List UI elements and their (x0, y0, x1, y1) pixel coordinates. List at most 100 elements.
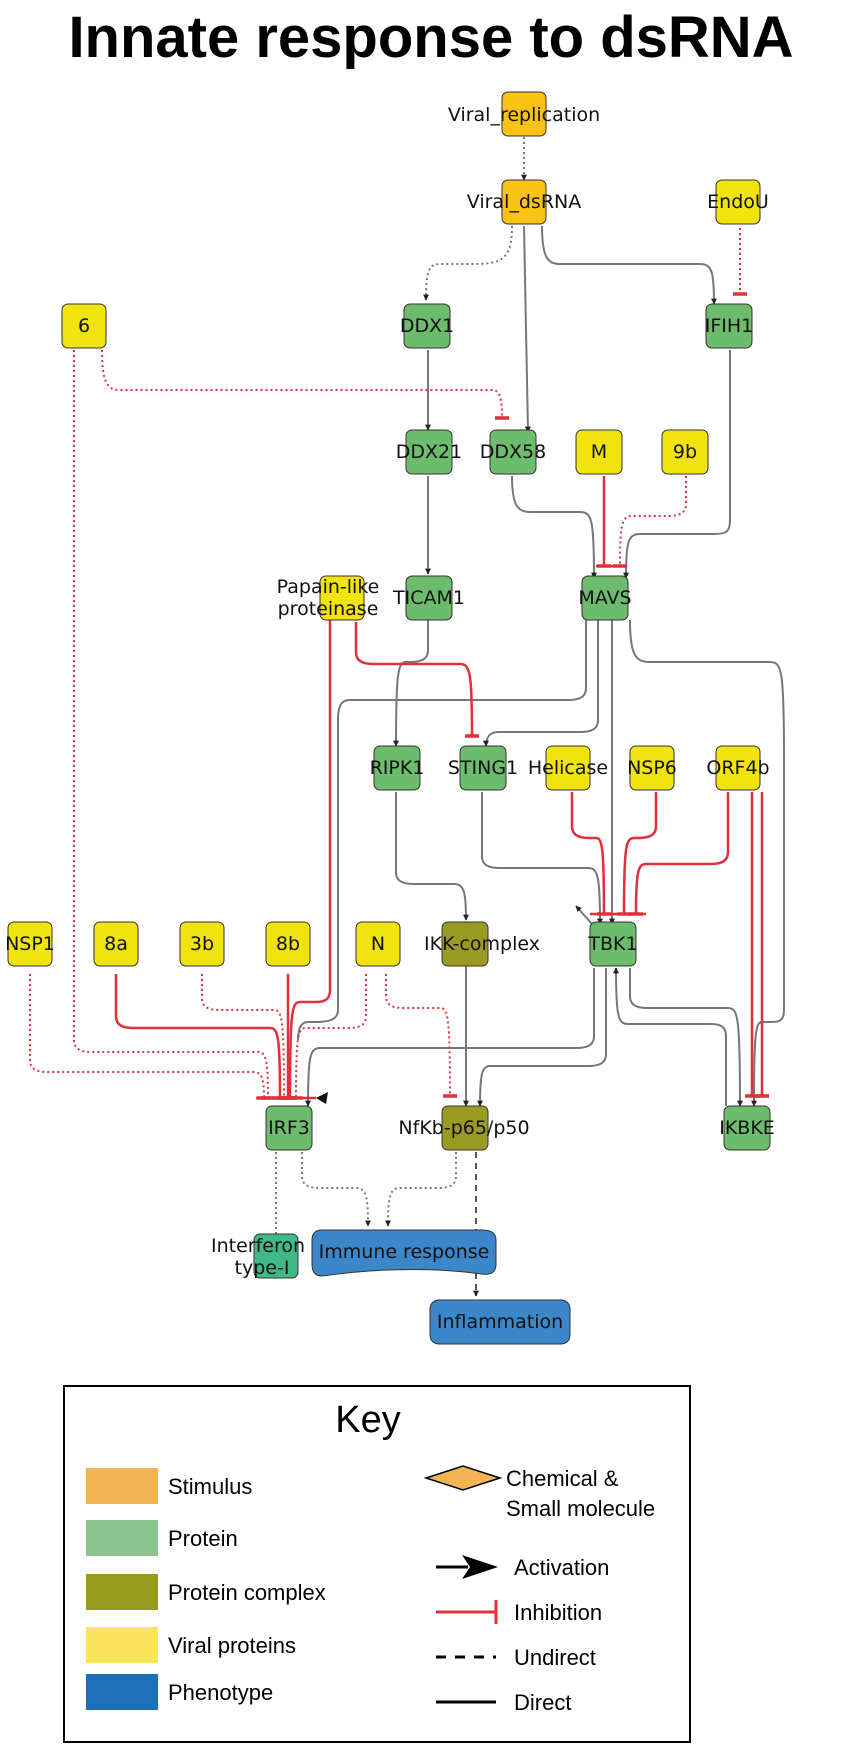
legend-swatch-protein (86, 1520, 158, 1556)
edge-ticam1-to-ripk1 (393, 620, 429, 747)
node-3b[interactable]: 3b (179, 921, 225, 967)
legend-label-phenotype: Phenotype (168, 1680, 273, 1705)
inhib-nsp6-to-tbk1 (616, 792, 658, 916)
svg-text:IKK-complex: IKK-complex (424, 933, 540, 955)
node-ddx58[interactable]: DDX58 (480, 429, 546, 475)
svg-text:Viral_replication: Viral_replication (448, 104, 600, 126)
edge-nfkb-to-immune (385, 1152, 457, 1227)
node-n[interactable]: N (355, 921, 401, 967)
legend-title: Key (335, 1399, 400, 1441)
node-orf4b[interactable]: ORF4b (706, 745, 770, 791)
edge-ddx58-to-mavs (511, 475, 597, 579)
svg-text:Interferon: Interferon (211, 1235, 305, 1257)
edge-irf3-to-immune (301, 1152, 371, 1227)
node-nsp6[interactable]: NSP6 (627, 745, 677, 791)
svg-text:DDX21: DDX21 (396, 441, 462, 463)
svg-text:DDX1: DDX1 (400, 315, 454, 337)
edge-tbk1-to-ikbke (629, 968, 743, 1107)
svg-text:TBK1: TBK1 (587, 933, 637, 955)
legend-label-complex: Protein complex (168, 1580, 326, 1605)
svg-text:IKBKE: IKBKE (719, 1117, 775, 1139)
edge-ripk1-to-ikk (395, 792, 469, 921)
node-ddx1[interactable]: DDX1 (400, 303, 454, 349)
inhib-orf4b-to-tbk1 (628, 792, 730, 916)
node-nfkb[interactable]: NfKb-p65/p50 (398, 1105, 530, 1151)
node-viral-dsrna[interactable]: Viral_dsRNA (467, 179, 581, 225)
svg-text:Immune response: Immune response (319, 1241, 490, 1263)
edge-ifih1-to-mavs (623, 350, 731, 579)
inhib-papain-to-sting1 (354, 622, 480, 738)
node-interferon-type-i[interactable]: Interferon type-I (211, 1233, 305, 1279)
svg-text:Viral_dsRNA: Viral_dsRNA (467, 191, 581, 213)
edge-dsrna-to-ddx1 (423, 225, 513, 301)
svg-text:ORF4b: ORF4b (706, 757, 769, 779)
node-tbk1[interactable]: TBK1 (587, 921, 638, 967)
inhib-6-to-ddx58 (101, 349, 510, 420)
svg-text:NSP1: NSP1 (5, 933, 55, 955)
node-6[interactable]: 6 (61, 303, 107, 349)
inhib-8a-to-irf3 (114, 974, 288, 1100)
svg-text:8a: 8a (104, 933, 128, 955)
legend-swatch-phenotype (86, 1674, 158, 1710)
legend-label-protein: Protein (168, 1526, 238, 1551)
edge-tbk1-to-irf3 (305, 968, 595, 1107)
svg-text:6: 6 (78, 315, 90, 337)
svg-text:RIPK1: RIPK1 (370, 757, 425, 779)
legend-label-stimulus: Stimulus (168, 1474, 252, 1499)
svg-text:M: M (591, 441, 607, 463)
svg-text:N: N (371, 933, 385, 955)
node-inflammation[interactable]: Inflammation (429, 1299, 571, 1345)
edge-dsrna-to-ifih1 (541, 225, 717, 305)
node-mavs[interactable]: MAVS (578, 575, 632, 621)
node-endou[interactable]: EndoU (707, 179, 769, 225)
legend-label-chemical-2: Small molecule (506, 1496, 655, 1521)
node-ripk1[interactable]: RIPK1 (370, 745, 425, 791)
legend-diamond-icon (423, 1465, 503, 1491)
svg-text:8b: 8b (276, 933, 300, 955)
inhib-6-to-irf3 (73, 350, 276, 1100)
irf3-activation-head (316, 1092, 328, 1104)
svg-text:Inflammation: Inflammation (437, 1311, 563, 1333)
edge-mavs-to-sting1 (483, 620, 599, 747)
node-9b[interactable]: 9b (661, 429, 709, 475)
legend: Key Stimulus Protein Protein complex Vir… (63, 1385, 691, 1743)
node-nsp1[interactable]: NSP1 (5, 921, 55, 967)
edge-tbk1-self (575, 905, 593, 925)
node-irf3[interactable]: IRF3 (265, 1105, 313, 1151)
svg-text:DDX58: DDX58 (480, 441, 546, 463)
node-ikk-complex[interactable]: IKK-complex (424, 921, 540, 967)
svg-text:9b: 9b (673, 441, 697, 463)
edge-tbk1-to-nfkb (477, 968, 607, 1107)
legend-label-activation: Activation (514, 1555, 609, 1580)
legend-swatch-viral (86, 1627, 158, 1663)
svg-text:3b: 3b (190, 933, 214, 955)
edge-sting1-to-tbk1 (481, 792, 603, 925)
node-viral-replication[interactable]: Viral_replication (448, 91, 600, 137)
node-ikbke[interactable]: IKBKE (719, 1105, 775, 1151)
legend-box (63, 1385, 691, 1743)
legend-swatch-complex (86, 1574, 158, 1610)
node-immune-response[interactable]: Immune response (311, 1229, 497, 1277)
legend-activation-arrow-icon (462, 1555, 498, 1579)
svg-text:Papain-like: Papain-like (277, 576, 380, 598)
node-helicase[interactable]: Helicase (528, 745, 608, 791)
inhib-9b-to-mavs (612, 476, 687, 568)
node-sting1[interactable]: STING1 (448, 745, 518, 791)
node-8a[interactable]: 8a (93, 921, 139, 967)
edge-dsrna-to-ddx58 (523, 225, 531, 433)
node-ddx21[interactable]: DDX21 (396, 429, 462, 475)
node-ifih1[interactable]: IFIH1 (705, 303, 754, 349)
inhib-helicase-to-tbk1 (570, 792, 612, 916)
node-8b[interactable]: 8b (265, 921, 311, 967)
node-m[interactable]: M (575, 429, 623, 475)
edge-mavs-to-ikbke (629, 619, 785, 1107)
svg-text:IRF3: IRF3 (268, 1117, 310, 1139)
node-ticam1[interactable]: TICAM1 (392, 575, 465, 621)
node-papain-like-proteinase[interactable]: Papain-like proteinase (277, 575, 380, 621)
legend-swatch-stimulus (86, 1468, 158, 1504)
legend-label-chemical-1: Chemical & (506, 1466, 619, 1491)
legend-label-direct: Direct (514, 1690, 571, 1715)
legend-label-undirect: Undirect (514, 1645, 596, 1670)
legend-label-inhibition: Inhibition (514, 1600, 602, 1625)
